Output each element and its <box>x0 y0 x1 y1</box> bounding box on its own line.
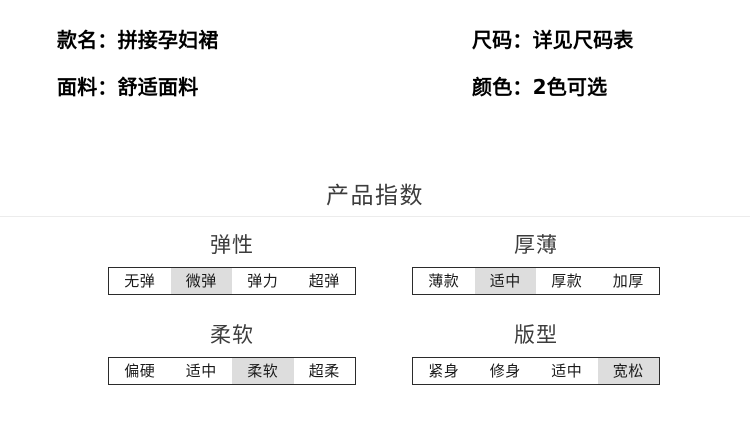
index-option-thickness-2[interactable]: 适中 <box>474 268 536 294</box>
spec-column-right: 尺码：详见尺码表 颜色：2色可选 <box>472 28 634 99</box>
spec-key-color: 颜色 <box>472 75 513 99</box>
index-bar-elasticity: 无弹 微弹 弹力 超弹 <box>108 267 356 295</box>
index-bar-fit: 紧身 修身 适中 宽松 <box>412 357 660 385</box>
index-option-softness-1[interactable]: 偏硬 <box>124 361 156 380</box>
index-option-thickness-4[interactable]: 加厚 <box>612 271 644 290</box>
index-row-2: 柔软 偏硬 适中 柔软 超柔 版型 紧身 修身 适中 宽松 <box>0 322 750 412</box>
spec-separator: ： <box>512 28 533 52</box>
index-group-thickness: 厚薄 薄款 适中 厚款 加厚 <box>412 232 660 295</box>
spec-separator: ： <box>97 28 118 52</box>
spec-key-size: 尺码 <box>472 28 513 52</box>
index-option-fit-3[interactable]: 适中 <box>551 361 583 380</box>
spec-line-style-name: 款名：拼接孕妇裙 <box>57 28 219 52</box>
spec-value-size: 详见尺码表 <box>532 28 634 52</box>
spec-column-left: 款名：拼接孕妇裙 面料：舒适面料 <box>57 28 219 99</box>
spec-separator: ： <box>97 75 118 99</box>
index-title-fit: 版型 <box>514 323 558 347</box>
index-group-softness: 柔软 偏硬 适中 柔软 超柔 <box>108 322 356 385</box>
spec-block: 款名：拼接孕妇裙 面料：舒适面料 尺码：详见尺码表 颜色：2色可选 <box>0 28 750 128</box>
index-title-elasticity: 弹性 <box>210 233 254 257</box>
index-option-elasticity-3[interactable]: 弹力 <box>247 271 279 290</box>
index-group-elasticity: 弹性 无弹 微弹 弹力 超弹 <box>108 232 356 295</box>
index-option-fit-2[interactable]: 修身 <box>489 361 521 380</box>
section-title-product-index: 产品指数 <box>326 183 424 209</box>
index-option-thickness-3[interactable]: 厚款 <box>551 271 583 290</box>
index-option-softness-4[interactable]: 超柔 <box>308 361 340 380</box>
spec-value-fabric: 舒适面料 <box>117 75 199 99</box>
spec-key-style-name: 款名 <box>57 28 98 52</box>
index-group-fit: 版型 紧身 修身 适中 宽松 <box>412 322 660 385</box>
section-divider <box>0 216 750 217</box>
spec-line-size: 尺码：详见尺码表 <box>472 28 634 52</box>
index-option-softness-3[interactable]: 柔软 <box>232 358 294 384</box>
index-option-elasticity-2[interactable]: 微弹 <box>170 268 232 294</box>
index-title-thickness: 厚薄 <box>514 233 558 257</box>
spec-key-fabric: 面料 <box>57 75 98 99</box>
index-option-fit-4[interactable]: 宽松 <box>597 358 659 384</box>
spec-line-fabric: 面料：舒适面料 <box>57 75 219 99</box>
index-bar-softness: 偏硬 适中 柔软 超柔 <box>108 357 356 385</box>
index-row-1: 弹性 无弹 微弹 弹力 超弹 厚薄 薄款 适中 厚款 加厚 <box>0 232 750 322</box>
index-option-softness-2[interactable]: 适中 <box>185 361 217 380</box>
index-option-elasticity-4[interactable]: 超弹 <box>308 271 340 290</box>
product-index-grid: 弹性 无弹 微弹 弹力 超弹 厚薄 薄款 适中 厚款 加厚 <box>0 232 750 412</box>
spec-value-style-name: 拼接孕妇裙 <box>117 28 219 52</box>
index-option-thickness-1[interactable]: 薄款 <box>428 271 460 290</box>
index-bar-thickness: 薄款 适中 厚款 加厚 <box>412 267 660 295</box>
index-title-softness: 柔软 <box>210 323 254 347</box>
spec-separator: ： <box>512 75 533 99</box>
index-option-fit-1[interactable]: 紧身 <box>428 361 460 380</box>
spec-line-color: 颜色：2色可选 <box>472 75 634 99</box>
spec-value-color: 2色可选 <box>532 75 608 99</box>
index-option-elasticity-1[interactable]: 无弹 <box>124 271 156 290</box>
